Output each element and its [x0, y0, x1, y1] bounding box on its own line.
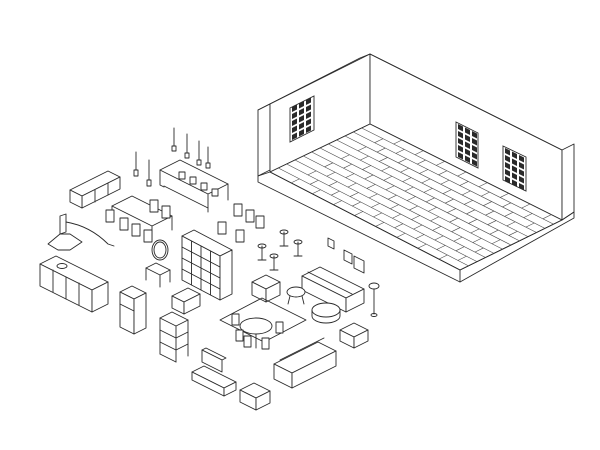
- loveseat: [273, 337, 337, 389]
- armchair: [239, 382, 271, 411]
- refrigerator: [119, 285, 147, 335]
- pendant-lamps: [133, 127, 211, 187]
- bar-stools: [257, 229, 303, 271]
- tv-stand: [191, 347, 237, 397]
- room-right-wall: [561, 143, 575, 221]
- range-hood: [47, 213, 115, 251]
- bar-counter: [159, 159, 229, 213]
- sofa: [301, 266, 365, 313]
- room-left-wall: [257, 103, 271, 177]
- cube-shelf: [181, 229, 233, 301]
- dining-set: [105, 195, 173, 243]
- coffee-table: [286, 286, 306, 305]
- armchair: [339, 322, 369, 349]
- window: [502, 145, 527, 192]
- window: [289, 95, 315, 143]
- wall-frames: [327, 237, 365, 274]
- chairs: [217, 203, 265, 243]
- side-table: [145, 262, 171, 288]
- coffee-table: [311, 302, 341, 324]
- armchair: [171, 287, 201, 315]
- rug: [219, 297, 307, 343]
- room-shell: [257, 53, 575, 283]
- shelving-rack: [159, 311, 189, 363]
- round-mirror: [151, 239, 169, 261]
- window: [455, 121, 479, 169]
- kitchen-counter: [39, 255, 109, 313]
- armchair: [251, 274, 281, 303]
- floor-lamp: [368, 282, 380, 317]
- floorboards: [278, 127, 554, 267]
- round-dining-table: [231, 313, 284, 350]
- bookshelf: [69, 170, 121, 209]
